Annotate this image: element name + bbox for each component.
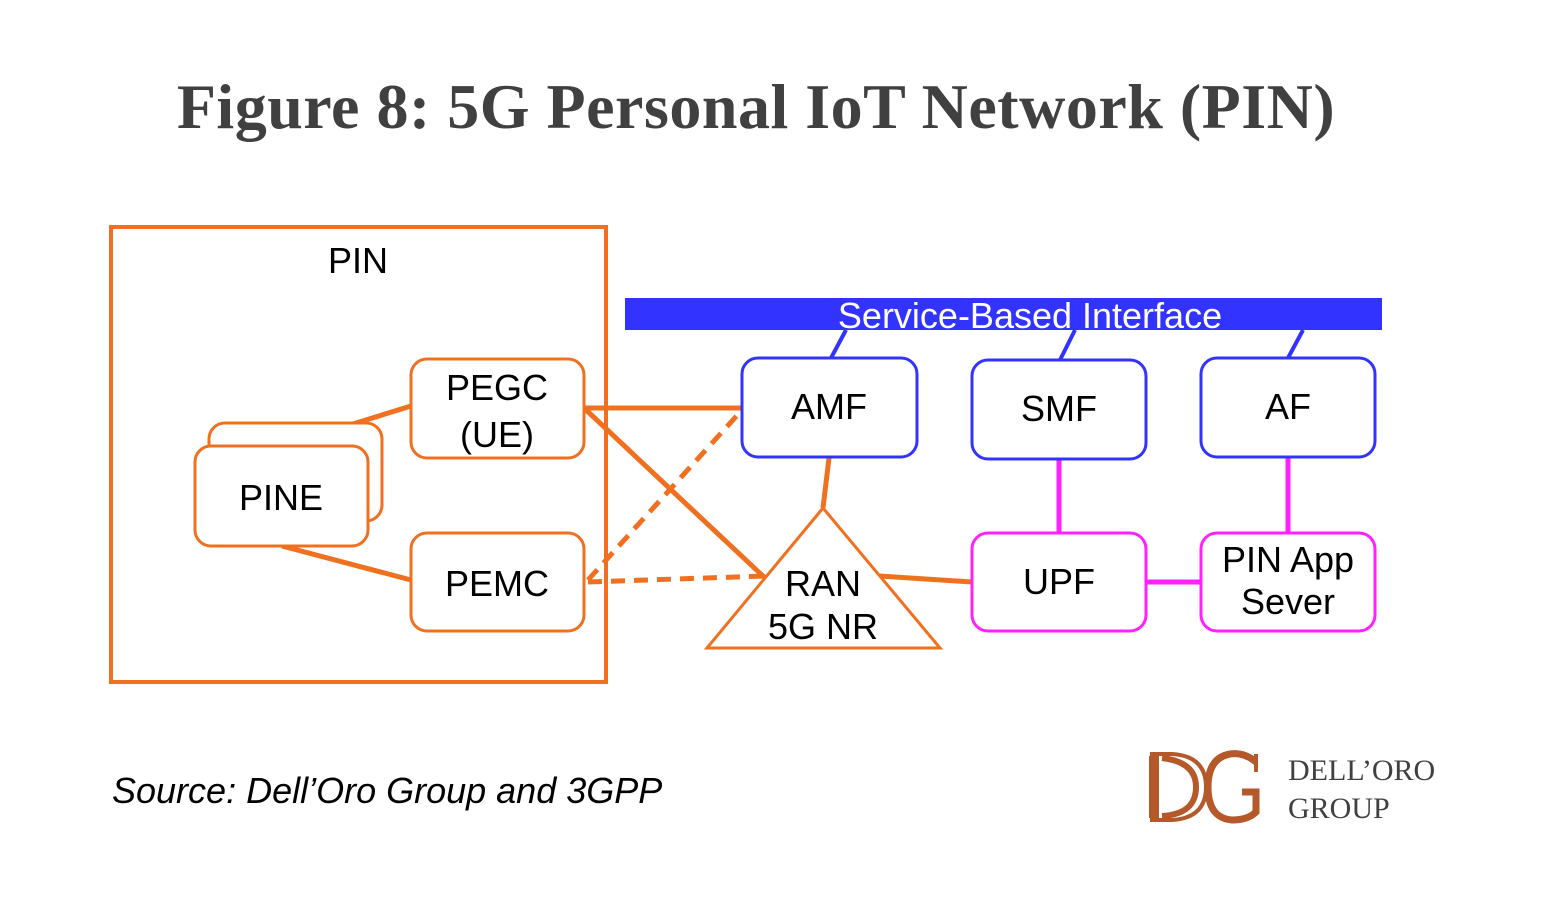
pegc-box — [409, 357, 586, 460]
pemc-box — [409, 531, 586, 633]
logo-line1: DELL’ORO — [1288, 754, 1435, 787]
amf-label: AMF — [791, 386, 867, 427]
figure-title: Figure 8: 5G Personal IoT Network (PIN) — [176, 71, 1336, 142]
amf-sbi-link — [829, 329, 848, 359]
smf-box — [970, 358, 1148, 461]
ran-label-line2: 5G NR — [768, 606, 878, 647]
pin-app-server-label-line1: PIN App — [1222, 539, 1354, 580]
service-based-interface-bar — [625, 298, 1382, 330]
amf-ran-link — [820, 457, 832, 509]
pine-box — [193, 444, 370, 548]
af-label: AF — [1265, 386, 1311, 427]
source-note: Source: Dell’Oro Group and 3GPP — [112, 770, 663, 811]
pemc-amf-dashed-link — [586, 408, 744, 582]
dg-monogram-icon — [1149, 750, 1260, 824]
pemc-label: PEMC — [445, 563, 549, 604]
service-based-interface-label: Service-Based Interface — [838, 295, 1222, 336]
ran-upf-link — [879, 573, 973, 585]
af-box — [1199, 356, 1377, 459]
pin-group-label: PIN — [328, 240, 388, 281]
pegc-label-line2: (UE) — [460, 414, 534, 455]
smf-sbi-link — [1058, 329, 1077, 361]
ran-triangle — [703, 505, 944, 650]
logo-line2: GROUP — [1288, 792, 1390, 825]
upf-box — [970, 531, 1148, 633]
pin-group-box — [109, 225, 608, 684]
ran-label-line1: RAN — [785, 563, 861, 604]
af-sbi-link — [1286, 329, 1305, 359]
pin-app-server-label-line2: Sever — [1241, 581, 1335, 622]
smf-label: SMF — [1021, 388, 1097, 429]
amf-box — [740, 356, 919, 459]
pine-pemc-link — [281, 543, 412, 583]
pemc-ran-dashed-link — [587, 573, 766, 585]
pegc-ran-link — [582, 406, 767, 580]
pin-app-server-box — [1199, 531, 1377, 633]
pegc-label-line1: PEGC — [446, 367, 548, 408]
upf-label: UPF — [1023, 561, 1095, 602]
delloro-group-logo: DELL’ORO GROUP — [1149, 750, 1435, 825]
pine-label: PINE — [239, 477, 323, 518]
